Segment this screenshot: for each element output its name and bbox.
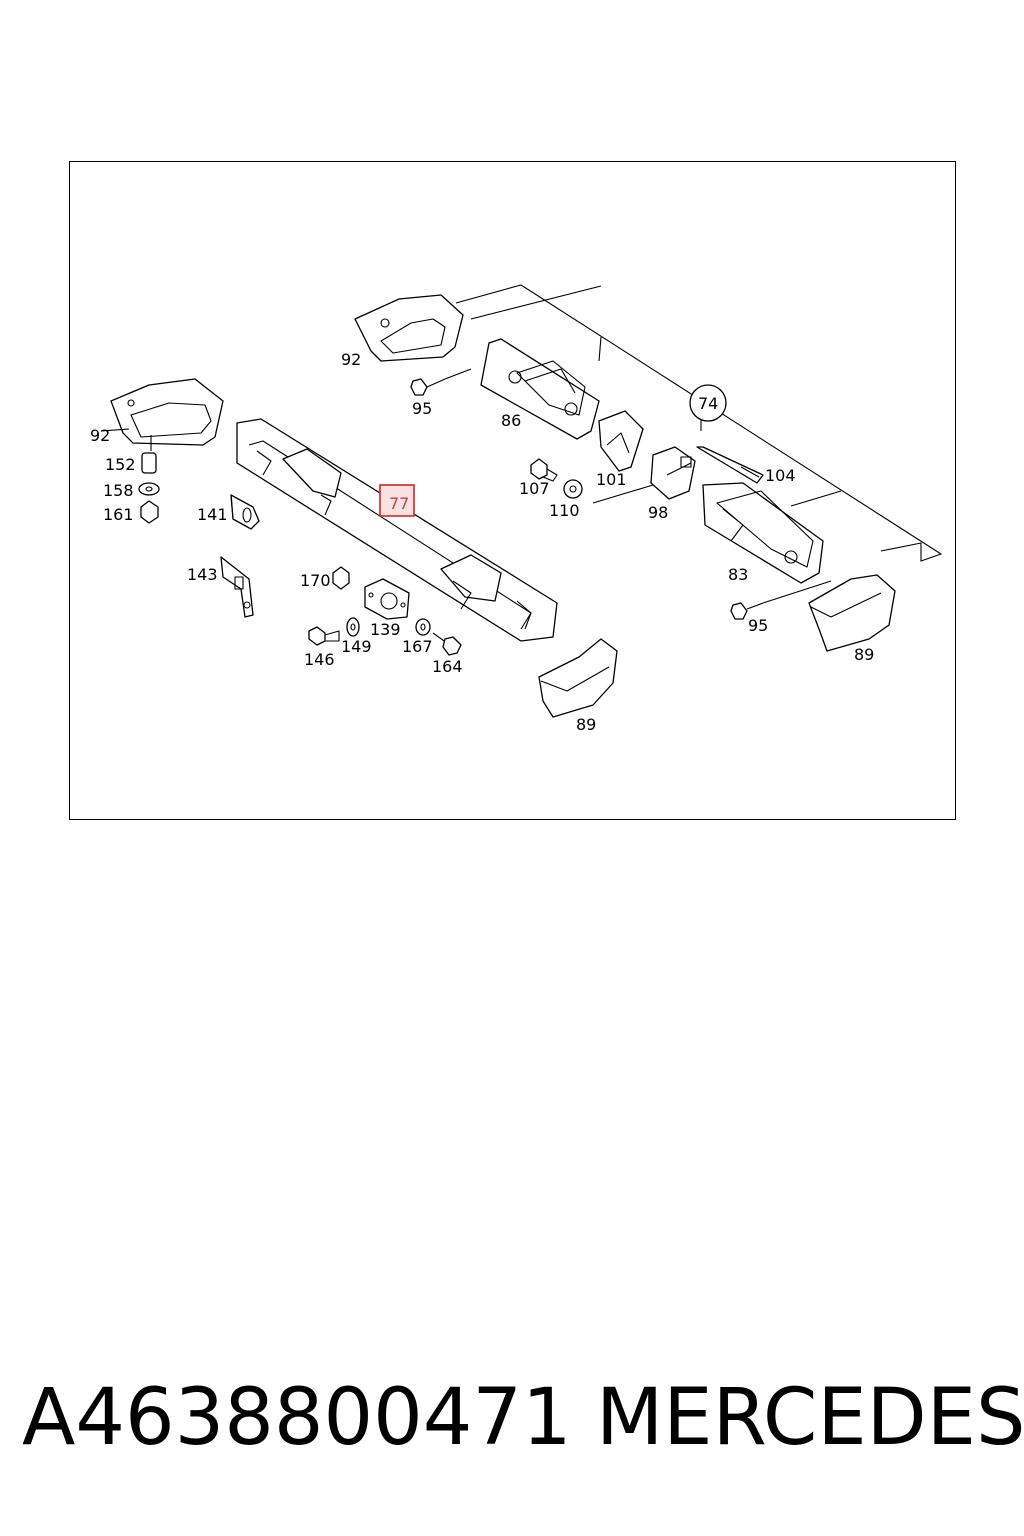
callout-89: 89 — [576, 715, 596, 734]
callout-92: 92 — [341, 350, 361, 369]
washer-167 — [415, 618, 431, 636]
bracket-92-left — [110, 378, 224, 451]
strip-104 — [696, 446, 764, 484]
callout-139: 139 — [370, 620, 401, 639]
callout-143: 143 — [187, 565, 218, 584]
callout-167: 167 — [402, 637, 433, 656]
callout-95: 95 — [412, 399, 432, 418]
assembly-group-divider-1 — [470, 285, 602, 320]
callout-74: 74 — [698, 394, 718, 413]
callout-98: 98 — [648, 503, 668, 522]
callout-95: 95 — [748, 616, 768, 635]
callout-89: 89 — [854, 645, 874, 664]
bracket-143 — [220, 556, 254, 618]
mount-carrier-83 — [702, 482, 824, 584]
spacer-152 — [141, 452, 157, 474]
assembly-group-outline — [455, 284, 943, 562]
plate-139 — [364, 578, 410, 620]
callout-83: 83 — [728, 565, 748, 584]
callout-110: 110 — [549, 501, 580, 520]
callout-164: 164 — [432, 657, 463, 676]
screw-95-upper — [410, 368, 472, 396]
washer-149 — [346, 617, 360, 637]
callout-86: 86 — [501, 411, 521, 430]
bracket-92-upper — [354, 294, 464, 362]
mount-carrier-86 — [480, 338, 600, 440]
callout-77: 77 — [389, 494, 409, 513]
highlight-box-77 — [379, 484, 415, 517]
exploded-parts-diagram: 92 95 86 74 92 152 158 161 141 77 107 11… — [90, 284, 943, 734]
callout-104: 104 — [765, 466, 796, 485]
bolt-107 — [530, 458, 558, 482]
end-cap-89-right — [808, 574, 896, 652]
cover-101 — [598, 410, 644, 472]
callout-149: 149 — [341, 637, 372, 656]
part-number: A4638800471 — [22, 1373, 572, 1463]
washer-158 — [138, 482, 160, 496]
callout-158: 158 — [103, 481, 134, 500]
washer-110 — [563, 479, 583, 499]
brand-name: MERCEDES — [596, 1373, 1024, 1463]
nut-161 — [140, 500, 159, 524]
callout-141: 141 — [197, 505, 228, 524]
callout-92: 92 — [90, 426, 110, 445]
callout-170: 170 — [300, 571, 331, 590]
end-cap-89-left — [538, 638, 618, 718]
bracket-98 — [650, 446, 696, 500]
assembly-group-divider-2 — [598, 336, 602, 362]
parts-diagram-frame: 92 95 86 74 92 152 158 161 141 77 107 11… — [69, 161, 956, 820]
callout-152: 152 — [105, 455, 136, 474]
nut-170 — [332, 566, 350, 590]
plate-141 — [230, 494, 260, 530]
assembly-group-divider-4 — [790, 490, 842, 507]
callout-107: 107 — [519, 479, 550, 498]
bolt-164 — [432, 632, 462, 656]
callout-161: 161 — [103, 505, 134, 524]
callout-74-circle — [689, 384, 727, 422]
callout-146: 146 — [304, 650, 335, 669]
bolt-146 — [308, 626, 340, 646]
callout-101: 101 — [596, 470, 627, 489]
bumper-bar-77 — [236, 418, 558, 642]
screw-95-lower — [730, 580, 832, 620]
